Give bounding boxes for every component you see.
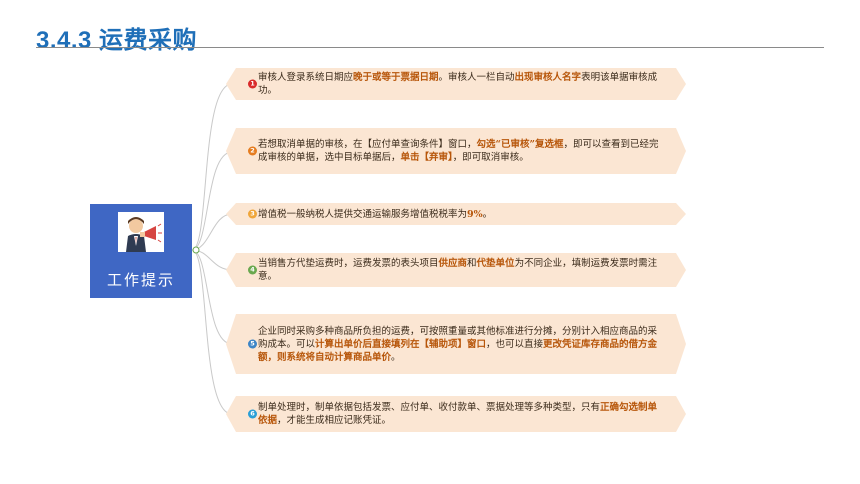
hub-node: 工作提示 <box>90 204 192 298</box>
badge-4: 4 <box>248 266 257 275</box>
tip-card-3: 3 增值税一般纳税人提供交通运输服务增值税税率为9%。 <box>226 203 686 225</box>
badge-1: 1 <box>248 80 257 89</box>
connector-1 <box>191 83 233 251</box>
tip-card-2: 2 若想取消单据的审核，在【应付单查询条件】窗口，勾选“已审核”复选框，即可以查… <box>226 128 686 174</box>
connector-6 <box>191 249 233 415</box>
connector-2 <box>191 151 233 251</box>
badge-2: 2 <box>248 147 257 156</box>
connector-5 <box>191 249 233 345</box>
badge-6: 6 <box>248 410 257 419</box>
page-title: 3.4.3 运费采购 <box>36 27 198 54</box>
title-divider <box>36 47 824 48</box>
tip-card-5: 5 企业同时采购多种商品所负担的运费，可按照重量或其他标准进行分摊，分别计入相应… <box>226 314 686 374</box>
speaker-person-icon <box>118 212 164 252</box>
tip-card-1: 1 审核人登录系统日期应晚于或等于票据日期。审核人一栏自动出现审核人名字表明该单… <box>226 68 686 100</box>
tip-card-4: 4 当销售方代垫运费时，运费发票的表头项目供应商和代垫单位为不同企业，填制运费发… <box>226 253 686 287</box>
hub-label: 工作提示 <box>106 271 175 289</box>
badge-5: 5 <box>248 340 257 349</box>
badge-3: 3 <box>248 210 257 219</box>
tip-card-6: 6 制单处理时，制单依据包括发票、应付单、收付款单、票据处理等多种类型，只有正确… <box>226 396 686 432</box>
collapse-toggle <box>192 246 200 254</box>
